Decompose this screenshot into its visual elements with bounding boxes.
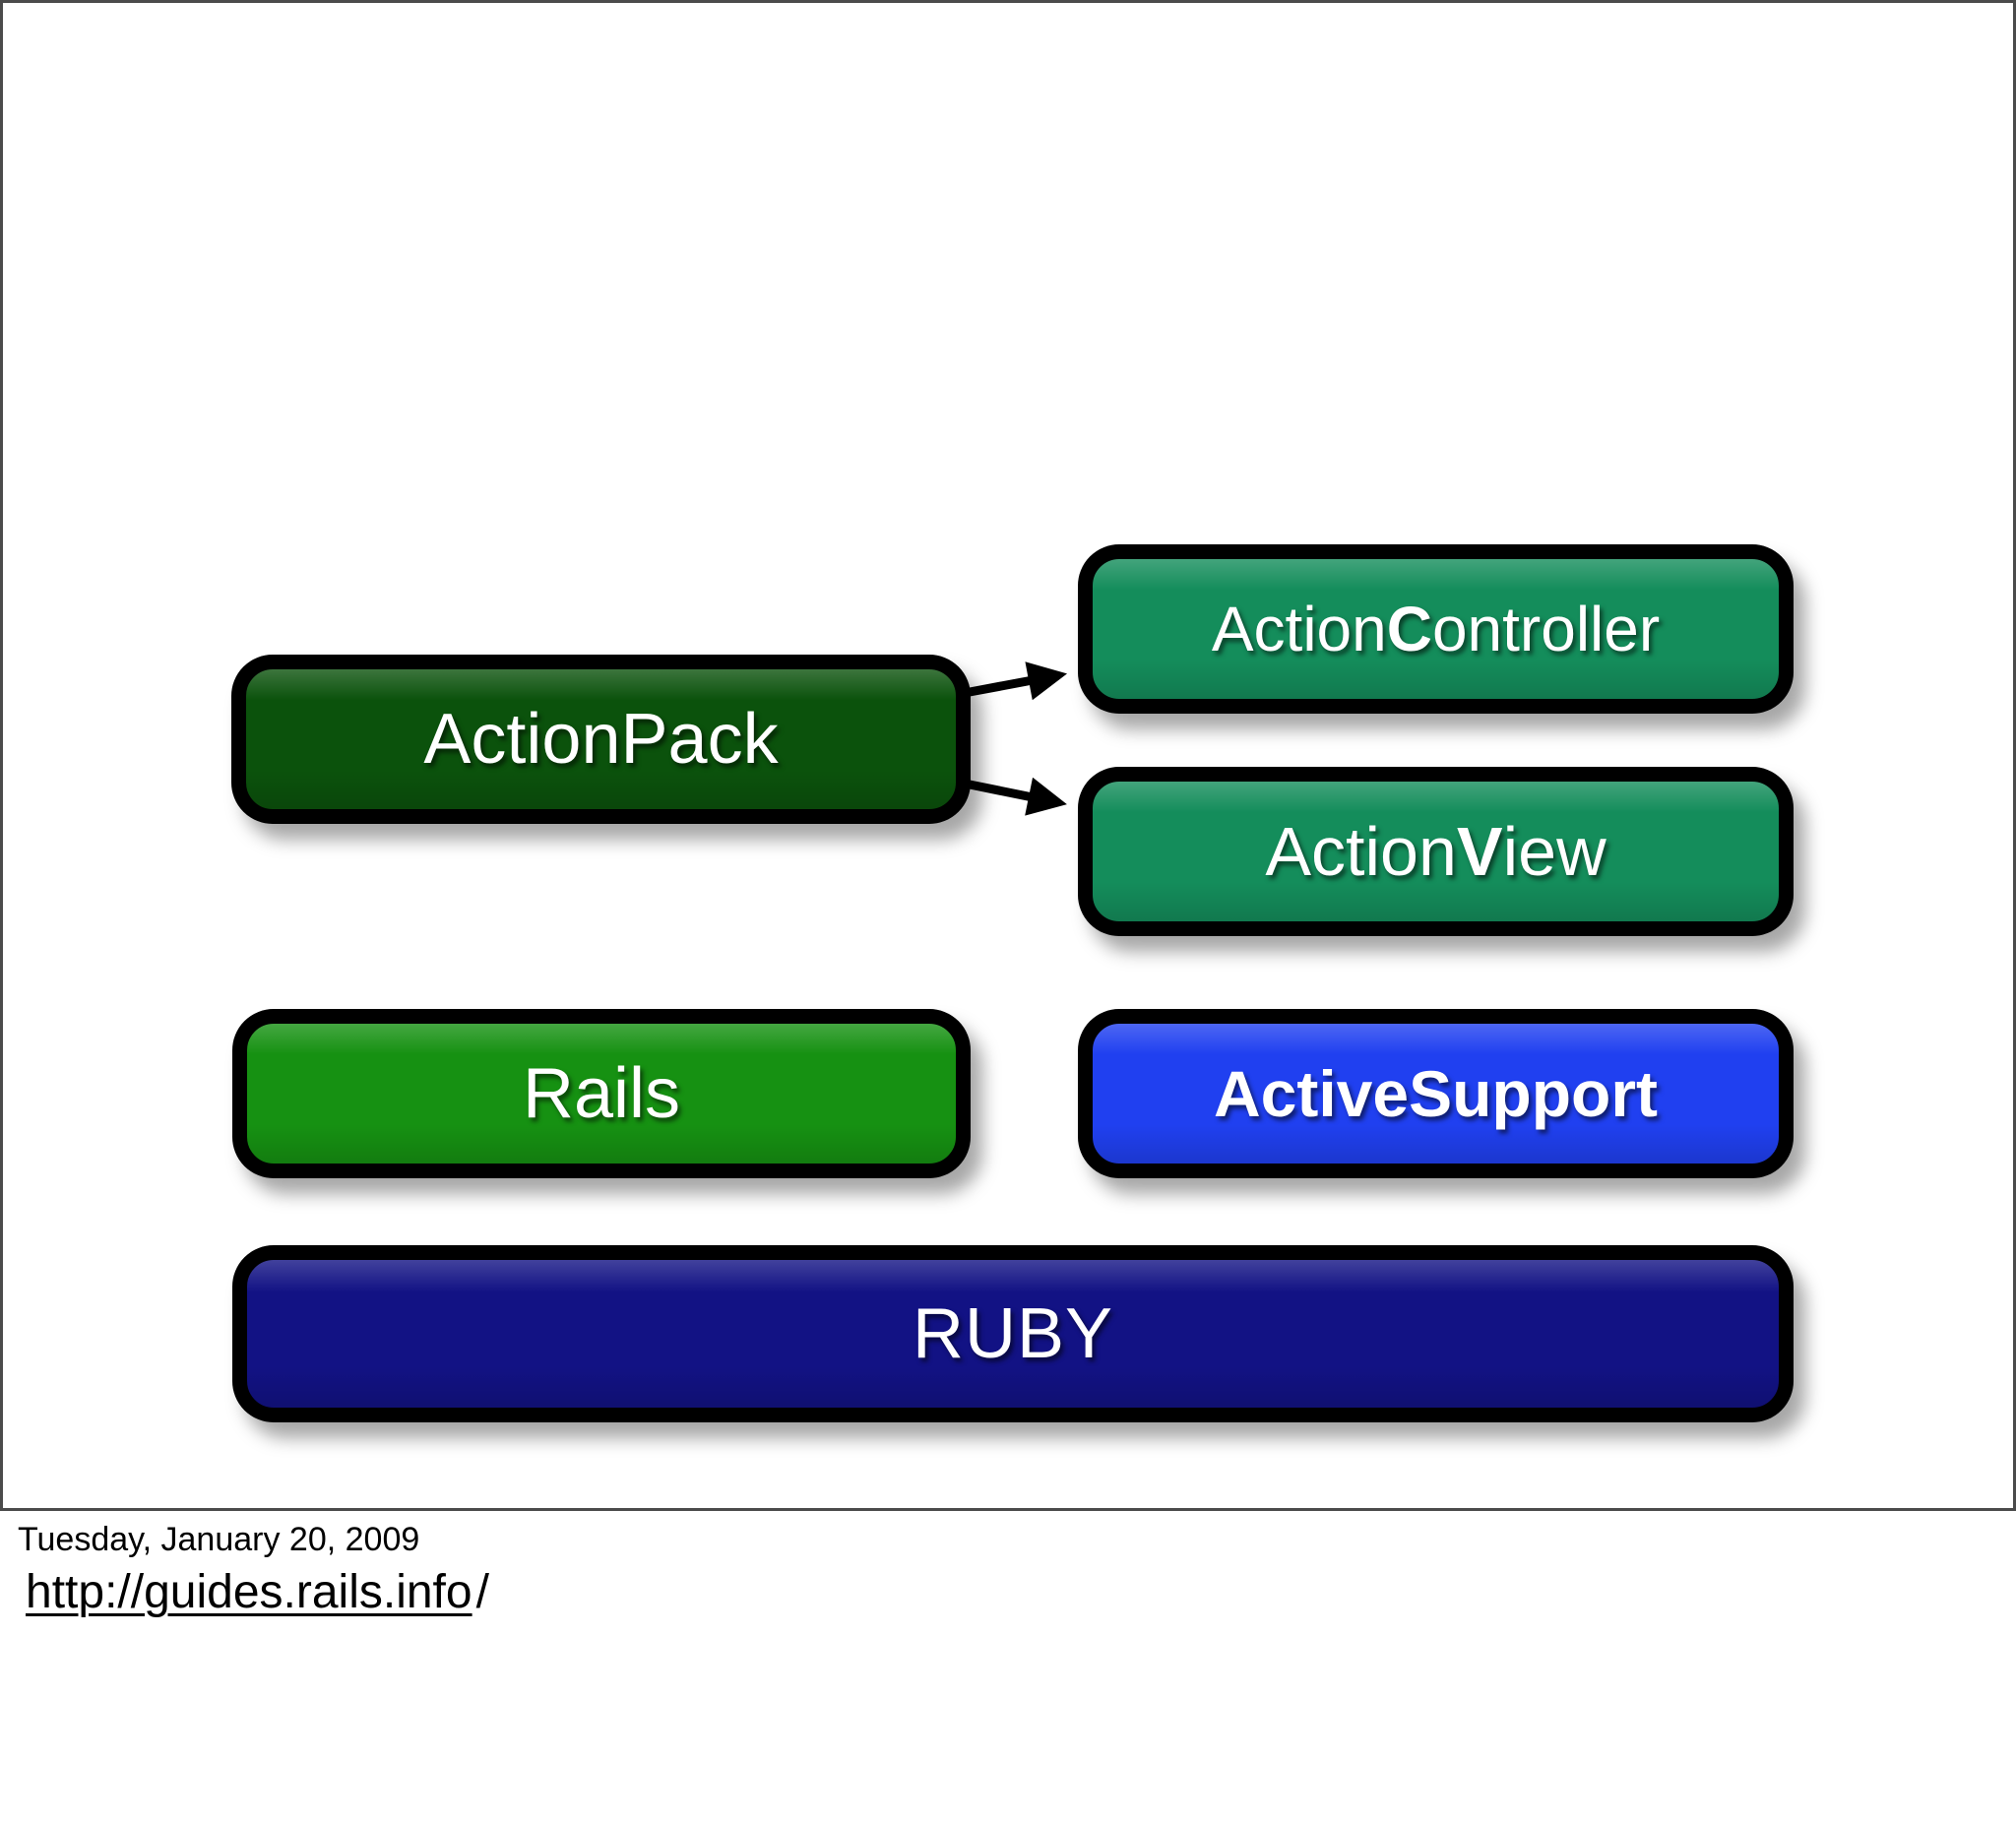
actioncontroller-label-suffix: ontroller — [1431, 594, 1661, 664]
actioncontroller-label-prefix: Action — [1211, 594, 1387, 664]
actioncontroller-box: ActionController — [1078, 544, 1794, 714]
actionview-box: ActionView — [1078, 767, 1794, 936]
slide-canvas: ActionPack ActionController ActionView R… — [0, 0, 2016, 1511]
ruby-box: RUBY — [232, 1245, 1794, 1422]
ruby-label: RUBY — [912, 1294, 1114, 1373]
rails-label: Rails — [522, 1054, 681, 1133]
actionview-label-suffix: iew — [1502, 813, 1606, 890]
rails-box: Rails — [232, 1009, 971, 1178]
actioncontroller-label: ActionController — [1212, 598, 1660, 660]
arrow-actionpack-to-actioncontroller — [969, 661, 1068, 701]
activesupport-label: ActiveSupport — [1213, 1057, 1659, 1130]
arrow-actionpack-to-actionview — [969, 777, 1067, 816]
actionpack-box: ActionPack — [231, 655, 971, 824]
footer-url-trailing-slash: / — [475, 1566, 489, 1618]
actioncontroller-bold-letter: C — [1386, 594, 1432, 664]
actionview-label: ActionView — [1265, 817, 1606, 886]
actionview-label-prefix: Action — [1265, 813, 1457, 890]
footer-date: Tuesday, January 20, 2009 — [18, 1521, 420, 1558]
footer-url-link[interactable]: http://guides.rails.info/ — [26, 1565, 489, 1619]
activesupport-box: ActiveSupport — [1078, 1009, 1794, 1178]
footer-url-text[interactable]: http://guides.rails.info — [26, 1566, 472, 1618]
actionpack-label: ActionPack — [423, 700, 779, 779]
actionview-bold-letter: V — [1456, 813, 1503, 890]
